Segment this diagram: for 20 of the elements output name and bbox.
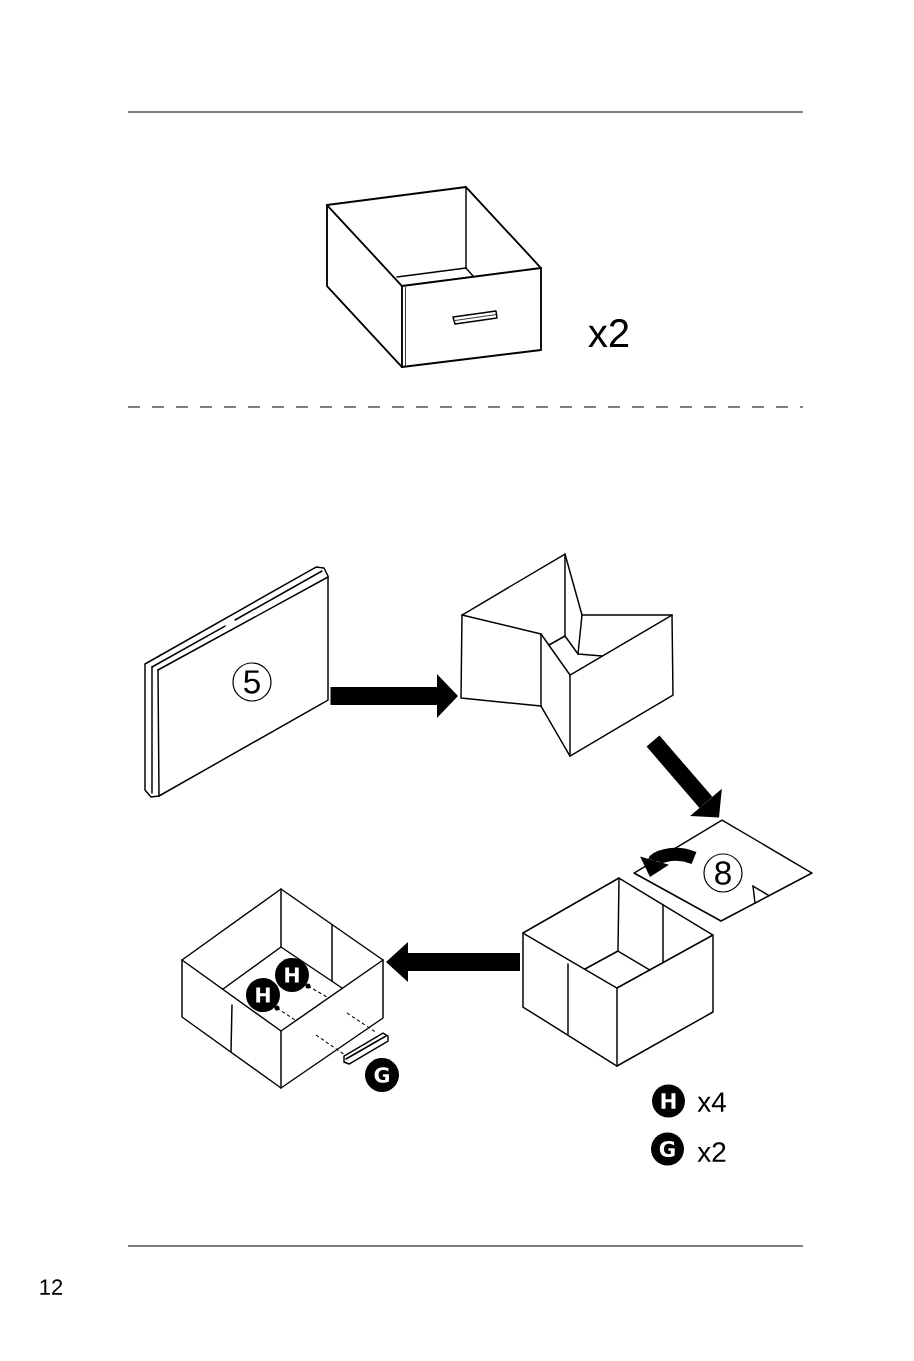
part-badge: G — [365, 1058, 399, 1092]
part-badge: H — [246, 978, 280, 1012]
circled-number: 8 — [703, 853, 743, 893]
part-badge: H — [652, 1084, 685, 1118]
quantity-label: x4 — [697, 1092, 726, 1112]
part-badge: G — [651, 1132, 684, 1166]
arrow — [646, 735, 722, 818]
arrow — [386, 942, 520, 982]
arrow — [640, 847, 697, 877]
drawer-drawing — [181, 888, 389, 1089]
folded-box-drawing — [460, 553, 674, 757]
circled-number: 5 — [232, 662, 272, 702]
panel-drawing — [144, 566, 329, 798]
box-drawing — [522, 877, 714, 1067]
arrow — [330, 674, 458, 718]
part-badge: H — [275, 958, 309, 992]
quantity-label: x2 — [697, 1142, 726, 1162]
quantity-label: x2 — [588, 319, 629, 347]
board-drawing — [633, 819, 813, 922]
page-number: 12 — [40, 1279, 63, 1295]
